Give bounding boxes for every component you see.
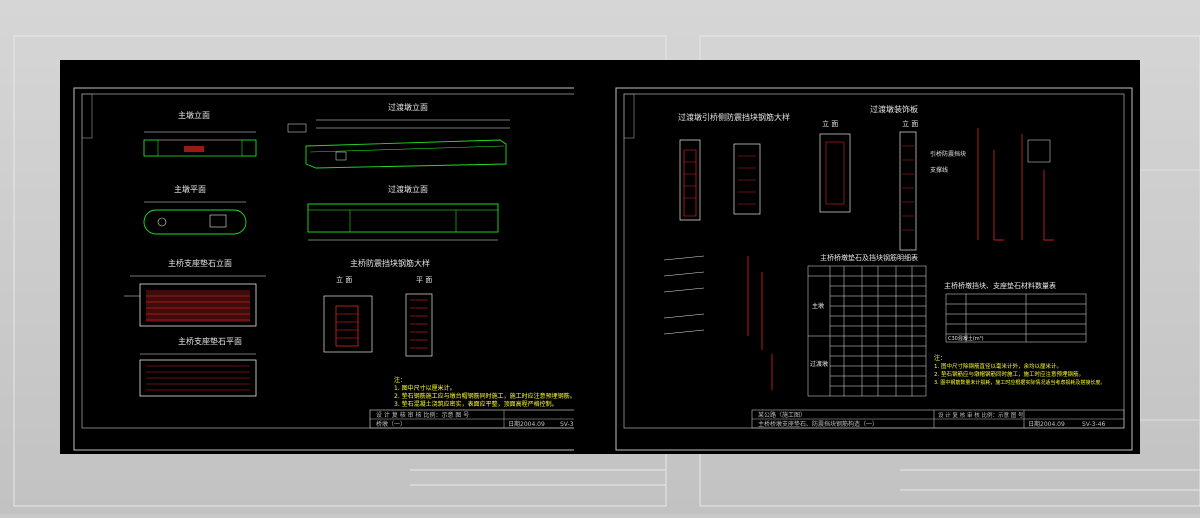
title-transition-pier-elevation: 过渡墩立面 — [388, 102, 428, 112]
left-drawing-canvas: 主墩立面 过渡墩立面 主墩平面 过渡墩立面 — [73, 87, 615, 451]
title-abutment-plan: 主墩平面 — [174, 184, 206, 194]
title-seismic-block-rebar: 主桥防震挡块钢筋大样 — [350, 258, 430, 268]
rebar-shapes — [977, 128, 1054, 241]
outer-frame — [615, 87, 1133, 451]
side-tag — [81, 93, 93, 139]
abutment-plan-view — [143, 201, 247, 235]
title-bearing-pad-plan: 主桥支座垫石平面 — [178, 336, 242, 346]
left-title-row2: 桥墩（一） — [376, 420, 406, 428]
right-title-drawing-no: SV-3-46 — [1082, 421, 1106, 428]
bearing-pad-plan-view — [139, 353, 257, 397]
rebar-table — [807, 265, 927, 397]
side-tag — [623, 93, 635, 139]
label-transition-pier: 过渡墩 — [810, 360, 828, 368]
right-note-heading: 注： — [934, 354, 946, 362]
title-abutment-elevation: 主墩立面 — [178, 110, 210, 120]
label-rebar-seismic: 引桥防震挡块 — [930, 150, 966, 158]
material-table — [945, 293, 1087, 343]
note-3: 3. 垫石混凝土浇筑应密实，表面应平整，顶面高程严格控制。 — [394, 400, 558, 408]
transition-pier-elevation-view — [287, 119, 510, 169]
title-bearing-rebar-table: 主桥桥墩垫石及挡块钢筋明细表 — [820, 253, 918, 262]
right-note-3: 3. 图中钢筋数量未计损耗，施工时应根据实际情况适当考虑损耗及搭接长度。 — [934, 379, 1105, 386]
right-title-block — [751, 409, 1125, 429]
title-elevation-a: 立 面 — [822, 119, 838, 128]
note-2: 2. 垫石钢筋施工应与墩台帽钢筋同时施工，施工时应注意预埋钢筋。 — [394, 392, 576, 400]
left-title-row1: 设 计 复 核 审 核 比例：示意 图 号 — [376, 411, 469, 419]
title-seismic-plan: 平 面 — [416, 276, 432, 284]
label-main-pier: 主墩 — [812, 302, 824, 310]
right-title-row1: 设 计 复 核 审 核 比例：示意 图 号 — [938, 411, 1024, 419]
title-seismic-elevation: 立 面 — [336, 275, 352, 284]
left-title-drawing-no: SV-3-46 — [560, 421, 584, 428]
right-title-project: 某公路（施工图） — [758, 411, 806, 419]
title-material-table: 主桥桥墩挡块、支座垫石材料数量表 — [944, 281, 1056, 290]
abutment-elevation-view — [143, 131, 257, 157]
bearing-pad-elevation-view — [124, 275, 266, 327]
title-seismic-block-detail: 过渡墩引桥侧防震挡块钢筋大样 — [678, 112, 790, 122]
right-drawing-sheet: 过渡墩引桥侧防震挡块钢筋大样 过渡墩装饰板 立 面 立 面 — [574, 60, 1140, 454]
label-rebar-line: 支撑线 — [930, 166, 948, 174]
right-drawing-canvas: 过渡墩引桥侧防震挡块钢筋大样 过渡墩装饰板 立 面 立 面 — [615, 87, 1133, 451]
left-drawing-sheet: 主墩立面 过渡墩立面 主墩平面 过渡墩立面 — [60, 60, 626, 454]
right-title-subtitle: 主桥桥墩支座垫石、防震挡块钢筋构造（一） — [758, 420, 878, 428]
rebar-vertical-shapes — [747, 256, 773, 390]
right-title-date: 日期2004.09 — [1028, 420, 1065, 428]
note-heading: 注： — [394, 376, 406, 384]
seismic-plan-view — [405, 293, 433, 357]
transition-plate-views — [819, 131, 917, 251]
transition-pier-elevation-2-view — [307, 203, 499, 241]
title-elevation-b: 立 面 — [902, 119, 918, 128]
title-transition-pier-elevation-2: 过渡墩立面 — [388, 184, 428, 194]
title-transition-pier-plate: 过渡墩装饰板 — [870, 104, 918, 114]
title-bearing-pad-elevation: 主桥支座垫石立面 — [168, 258, 232, 268]
seismic-detail-view — [679, 139, 761, 221]
right-note-1: 1. 图中尺寸除钢筋直径以毫米计外，余均以厘米计。 — [934, 362, 1062, 370]
label-concrete: C30混凝土(m³) — [948, 335, 984, 342]
seismic-elevation-view — [323, 295, 373, 353]
right-note-2: 2. 垫石钢筋应与墩帽钢筋同时施工，施工时应注意预埋钢筋。 — [934, 370, 1084, 378]
note-1: 1. 图中尺寸以厘米计。 — [394, 384, 456, 392]
left-title-date: 日期2004.09 — [508, 420, 545, 428]
rebar-bending-list — [663, 255, 705, 335]
